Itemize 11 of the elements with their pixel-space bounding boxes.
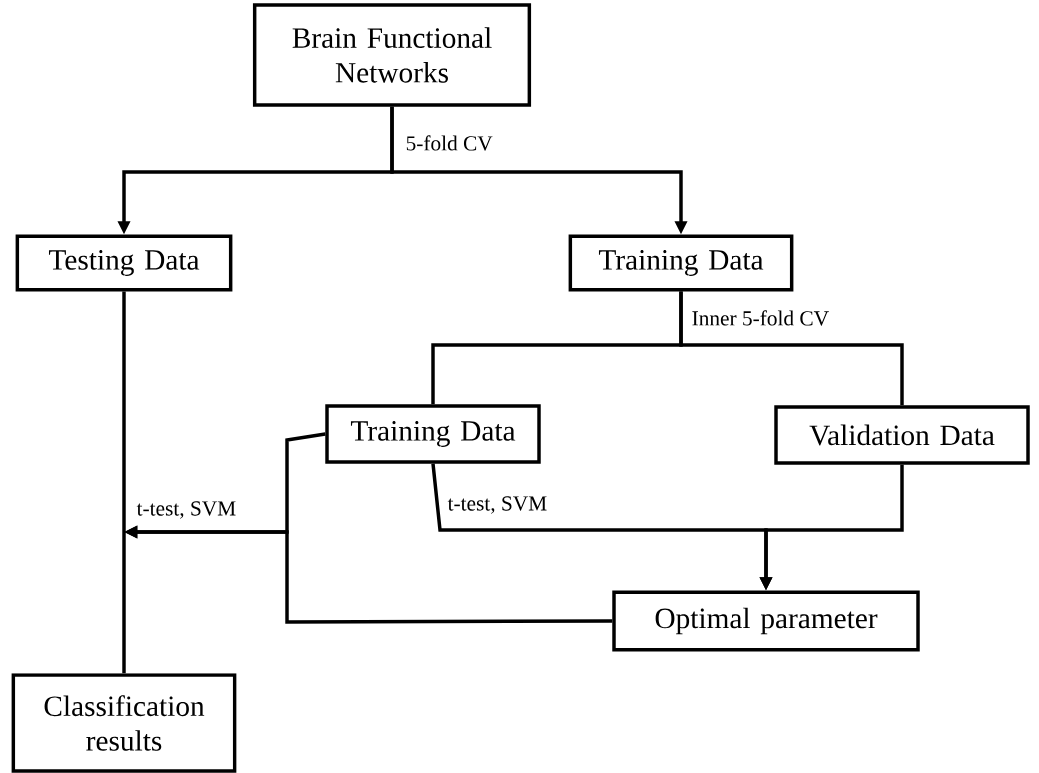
process-box: Validation Data [774,405,1030,465]
process-box: Brain Functional Networks [252,3,532,107]
process-box: Training Data [325,404,541,464]
edge-label: t-test, SVM [446,494,549,516]
process-box: Classification results [11,673,237,773]
edge-label: t-test, SVM [135,499,238,521]
edge-label: 5-fold CV [404,134,495,152]
process-box: Optimal parameter [612,590,920,652]
edge-label: Inner 5-fold CV [690,309,831,327]
process-box: Testing Data [15,234,233,292]
process-box: Training Data [568,234,794,292]
